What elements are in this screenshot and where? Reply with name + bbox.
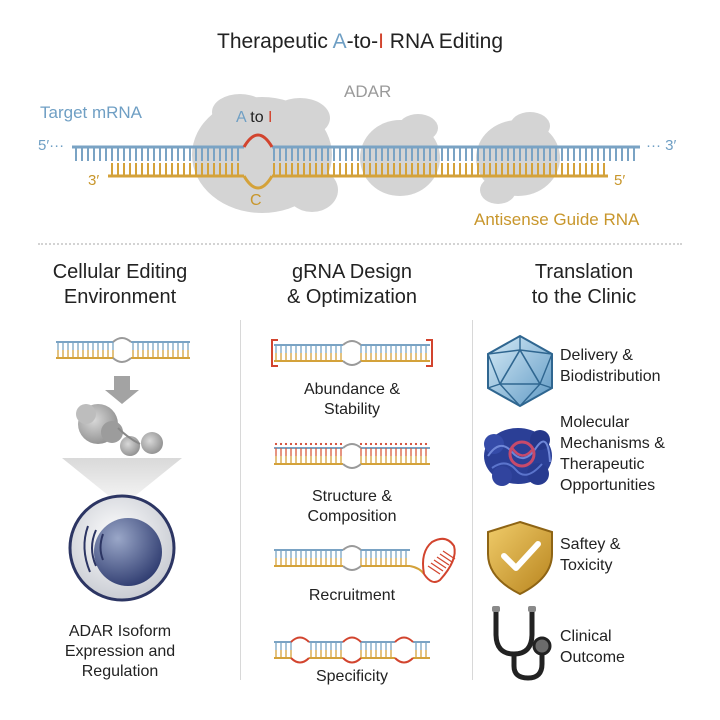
section-divider [38, 243, 682, 245]
safety-caption: Saftey & Toxicity [560, 536, 621, 574]
c-mismatch-label: C [250, 192, 262, 209]
adar-isoform-caption: ADAR Isoform Expression and Regulation [64, 623, 176, 680]
column-heading-grna: gRNA Design & Optimization [286, 261, 418, 308]
specificity-caption: Specificity [315, 668, 389, 685]
mrna-5prime-end: 5′··· [38, 137, 65, 154]
antisense-guide-label: Antisense Guide RNA [474, 210, 640, 229]
guide-3prime-end: 3′ [88, 172, 100, 189]
adar-protein-icon [76, 404, 163, 456]
guide-5prime-end: 5′ [614, 172, 626, 189]
column-divider [240, 320, 241, 680]
column-heading-cellular: Cellular Editing Environment [52, 261, 188, 308]
shield-check-icon [487, 520, 553, 596]
molecular-mechanisms-caption: Molecular Mechanisms & Therapeutic Oppor… [560, 414, 665, 494]
clinical-outcome-caption: Clinical Outcome [560, 628, 625, 666]
stethoscope-icon [492, 606, 552, 681]
title-a-letter: A [332, 30, 347, 53]
target-mrna-label: Target mRNA [40, 103, 143, 122]
icosahedron-icon [487, 334, 553, 408]
mrna-3prime-end: ··· 3′ [646, 137, 677, 154]
protein-structure-icon [484, 428, 552, 486]
page-title: Therapeutic A-to-I RNA Editing [217, 30, 503, 53]
a-to-i-label: A to I [236, 109, 273, 126]
column-heading-clinic: Translation to the Clinic [531, 261, 637, 308]
abundance-stability-caption: Abundance & Stability [303, 381, 401, 418]
title-i-letter: I [378, 30, 384, 53]
column-divider [472, 320, 473, 680]
adar-label: ADAR [344, 82, 392, 101]
delivery-caption: Delivery & Biodistribution [560, 347, 661, 385]
structure-composition-caption: Structure & Composition [307, 488, 397, 525]
recruitment-caption: Recruitment [308, 587, 396, 604]
